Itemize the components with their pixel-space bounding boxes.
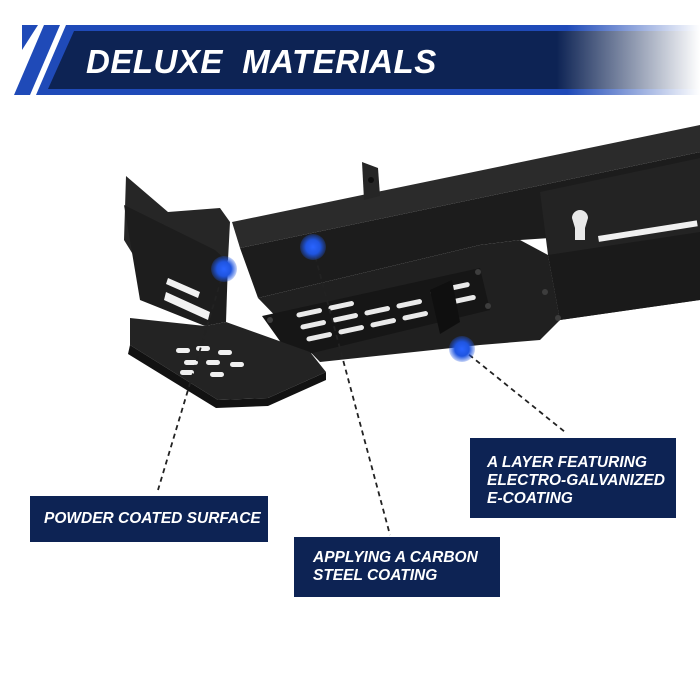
- right-slot: [598, 220, 698, 242]
- marker-dot-carbon: [300, 234, 326, 260]
- leader-line-powder: [157, 269, 225, 491]
- shackle-keyhole: [572, 210, 588, 240]
- leader-line-carbon: [312, 247, 391, 536]
- leader-line-ecoat: [461, 348, 566, 433]
- markers: [211, 234, 475, 362]
- callout-text: STEEL COATING: [313, 567, 438, 584]
- callout-text: ELECTRO-GALVANIZED: [487, 472, 665, 489]
- step-pad: [130, 318, 326, 400]
- callout-text: POWDER COATED SURFACE: [44, 510, 261, 527]
- callout-carbon-steel: APPLYING A CARBON STEEL COATING: [294, 537, 500, 597]
- header-banner: [14, 25, 700, 95]
- bumper-right-box-face: [548, 232, 700, 320]
- hitch-receiver: [430, 280, 460, 334]
- step-pad-edge: [128, 345, 326, 408]
- callout-powder-coated: POWDER COATED SURFACE: [30, 496, 268, 542]
- banner-accent-stripe: [22, 25, 38, 50]
- banner-title: DELUXE MATERIALS: [86, 43, 437, 80]
- bumper-image: [124, 125, 700, 408]
- bracket-hole: [368, 177, 374, 183]
- callout-e-coating: A LAYER FEATURING ELECTRO-GALVANIZED E-C…: [470, 438, 676, 518]
- callout-text: APPLYING A CARBON: [313, 549, 478, 566]
- callout-text: E-COATING: [487, 490, 573, 507]
- wing-slots: [164, 278, 210, 320]
- left-corner-wing-face: [124, 205, 228, 326]
- banner-navy-bar: [48, 31, 700, 89]
- marker-dot-powder: [211, 256, 237, 282]
- step-slots: [176, 346, 244, 377]
- leader-lines: [157, 247, 566, 536]
- callout-text: A LAYER FEATURING: [487, 454, 647, 471]
- plate-slots: [296, 282, 476, 342]
- marker-dot-ecoat: [449, 336, 475, 362]
- bumper-main-beam-top: [232, 125, 700, 248]
- banner-accent-stripe: [14, 25, 60, 95]
